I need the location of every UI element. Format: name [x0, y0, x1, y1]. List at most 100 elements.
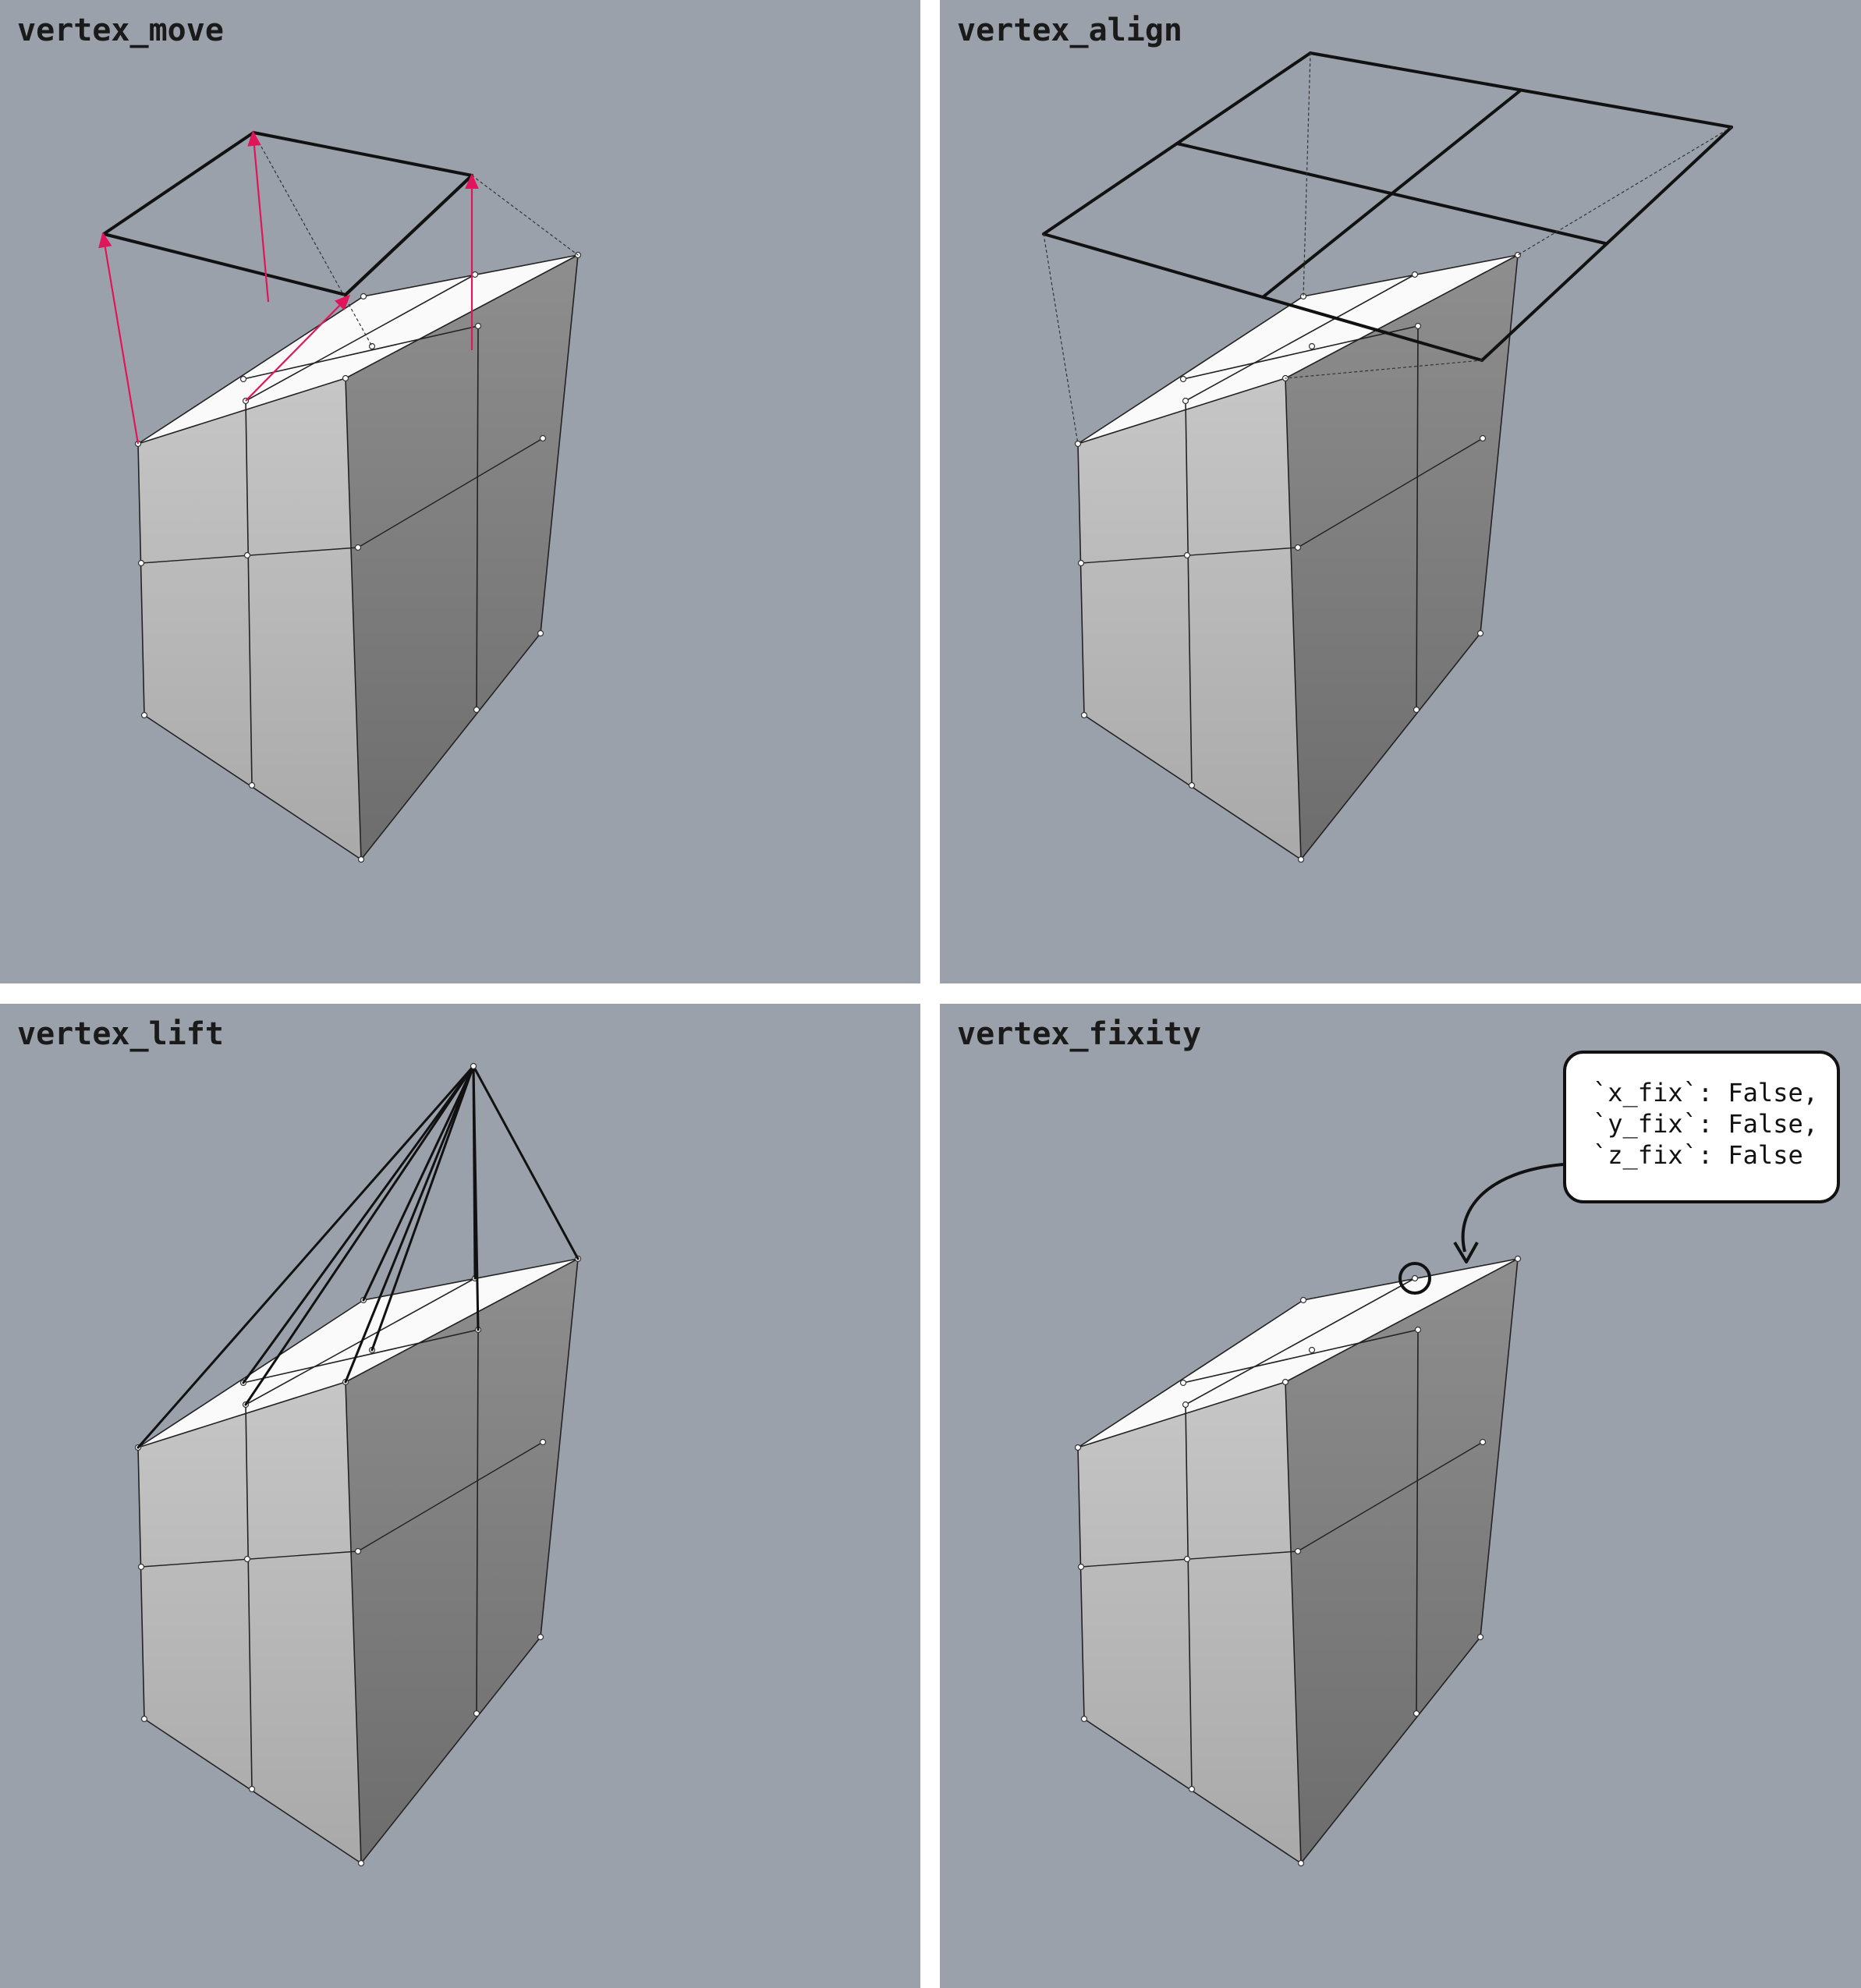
cube-vertex [368, 342, 376, 350]
cube-edge [1077, 443, 1085, 716]
cube-vertex [243, 1555, 251, 1563]
guide-line [1517, 126, 1732, 256]
cube-vertex [1479, 1438, 1487, 1446]
moved-face-edge [252, 131, 473, 177]
callout-line-y-fix: `y_fix`: False, [1593, 1109, 1818, 1139]
cube-edge [243, 1329, 479, 1384]
cube-right-face [1285, 1259, 1518, 1863]
cube-edge [1182, 325, 1419, 380]
cube-edge [540, 1258, 579, 1638]
cube-edge [357, 1441, 544, 1552]
lift-edge [362, 1065, 475, 1302]
cube-vertex [354, 1547, 362, 1555]
move-arrow [98, 232, 140, 445]
cube-vertex [1188, 1785, 1196, 1793]
cube-edge [137, 1381, 346, 1448]
cube-vertex [140, 711, 148, 719]
cube-vertex [1183, 551, 1191, 559]
cube-vertex [1281, 1378, 1289, 1386]
callout-line-x-fix: `x_fix`: False, [1593, 1078, 1818, 1107]
cube-vertex [1297, 1859, 1305, 1867]
cube-edge [363, 1258, 579, 1301]
cube-vertex [248, 781, 256, 789]
cube-vertex [360, 292, 367, 300]
cube-diagram-fixity [1074, 1163, 1564, 1867]
moved-face-edge [102, 131, 255, 236]
cube-edge [345, 377, 362, 860]
cube-vertex [248, 1785, 256, 1793]
cube-edge [1182, 1329, 1419, 1384]
guide-line [471, 175, 579, 256]
cube-edge [1480, 254, 1519, 634]
lift-edge [370, 1065, 475, 1352]
cube-vertex [1411, 1274, 1419, 1282]
cube-vertex [537, 629, 544, 637]
cube-vertex [471, 271, 479, 278]
panel-title: vertex_lift [17, 1016, 224, 1052]
cube-edge [540, 254, 579, 634]
cube-vertex [473, 1710, 480, 1717]
cube-edge [245, 274, 476, 402]
cube-vertex [1299, 1296, 1307, 1304]
cube-edge [345, 1258, 579, 1383]
cube-vertex [1077, 559, 1085, 567]
cube-vertex [474, 322, 482, 330]
cube-edge [137, 443, 145, 716]
cube-edge [1297, 1441, 1483, 1552]
cube-vertex [473, 706, 480, 714]
cube-vertex [539, 434, 547, 442]
guide-line [1285, 360, 1483, 379]
cube-vertex [1514, 1255, 1522, 1263]
cube-edge [1185, 1404, 1193, 1790]
aligned-face-edge [1261, 88, 1522, 299]
cube-vertex [357, 856, 365, 863]
cube-vertex [1080, 711, 1088, 719]
cube-edge [1077, 1299, 1304, 1448]
guide-line [253, 132, 373, 347]
cube-vertex [1411, 271, 1419, 278]
panel-vertex-lift: vertex_lift [0, 1004, 920, 1988]
panel-title: vertex_align [957, 12, 1182, 48]
cube-edge [1077, 1447, 1085, 1720]
cube-edge [1297, 438, 1483, 548]
cube-edge [137, 1447, 145, 1720]
cube-vertex [1308, 342, 1316, 350]
lift-edge [472, 1065, 480, 1331]
cube-edge [476, 325, 479, 711]
cube-vertex [1413, 1710, 1420, 1717]
cube-edge [357, 438, 544, 548]
cube-edge [1185, 400, 1193, 786]
cube-edge [1300, 1636, 1481, 1864]
lift-edge [242, 1065, 475, 1384]
cube-edge [1077, 377, 1286, 445]
cube-right-face [346, 255, 578, 859]
cube-edge [137, 377, 346, 445]
cube-edge [245, 1277, 476, 1405]
cube-vertex [1179, 1379, 1187, 1387]
fixity-callout: `x_fix`: False, `y_fix`: False, `z_fix`:… [1563, 1051, 1840, 1203]
cube-edge [476, 1329, 479, 1714]
cube-vertex [1182, 1401, 1189, 1409]
cube-right-face [346, 1259, 578, 1863]
cube-edge [1077, 296, 1304, 445]
cube-vertex [357, 1859, 365, 1867]
cube-vertex [539, 1438, 547, 1446]
panel-vertex-fixity: vertex_fixity `x_fix`: False, `y_fix`: F… [940, 1004, 1861, 1988]
callout-pointer-head [1453, 1241, 1479, 1263]
moved-face-edge [344, 174, 473, 296]
cube-edge [360, 1636, 541, 1864]
move-arrow [247, 130, 270, 303]
cube-edge [1077, 1381, 1286, 1448]
cube-vertex [1183, 1555, 1191, 1563]
cube-vertex [1297, 856, 1305, 863]
move-arrow [245, 294, 351, 402]
cube-edge [1416, 1329, 1419, 1714]
cube-vertex [1074, 1444, 1082, 1451]
cube-edge [1303, 1258, 1519, 1301]
cube-vertex [243, 551, 251, 559]
cube-edge [1416, 325, 1419, 711]
cube-vertex [354, 544, 362, 551]
lift-edge [244, 1065, 475, 1406]
cube-right-face [1285, 255, 1518, 859]
moved-face-edge [102, 232, 347, 296]
